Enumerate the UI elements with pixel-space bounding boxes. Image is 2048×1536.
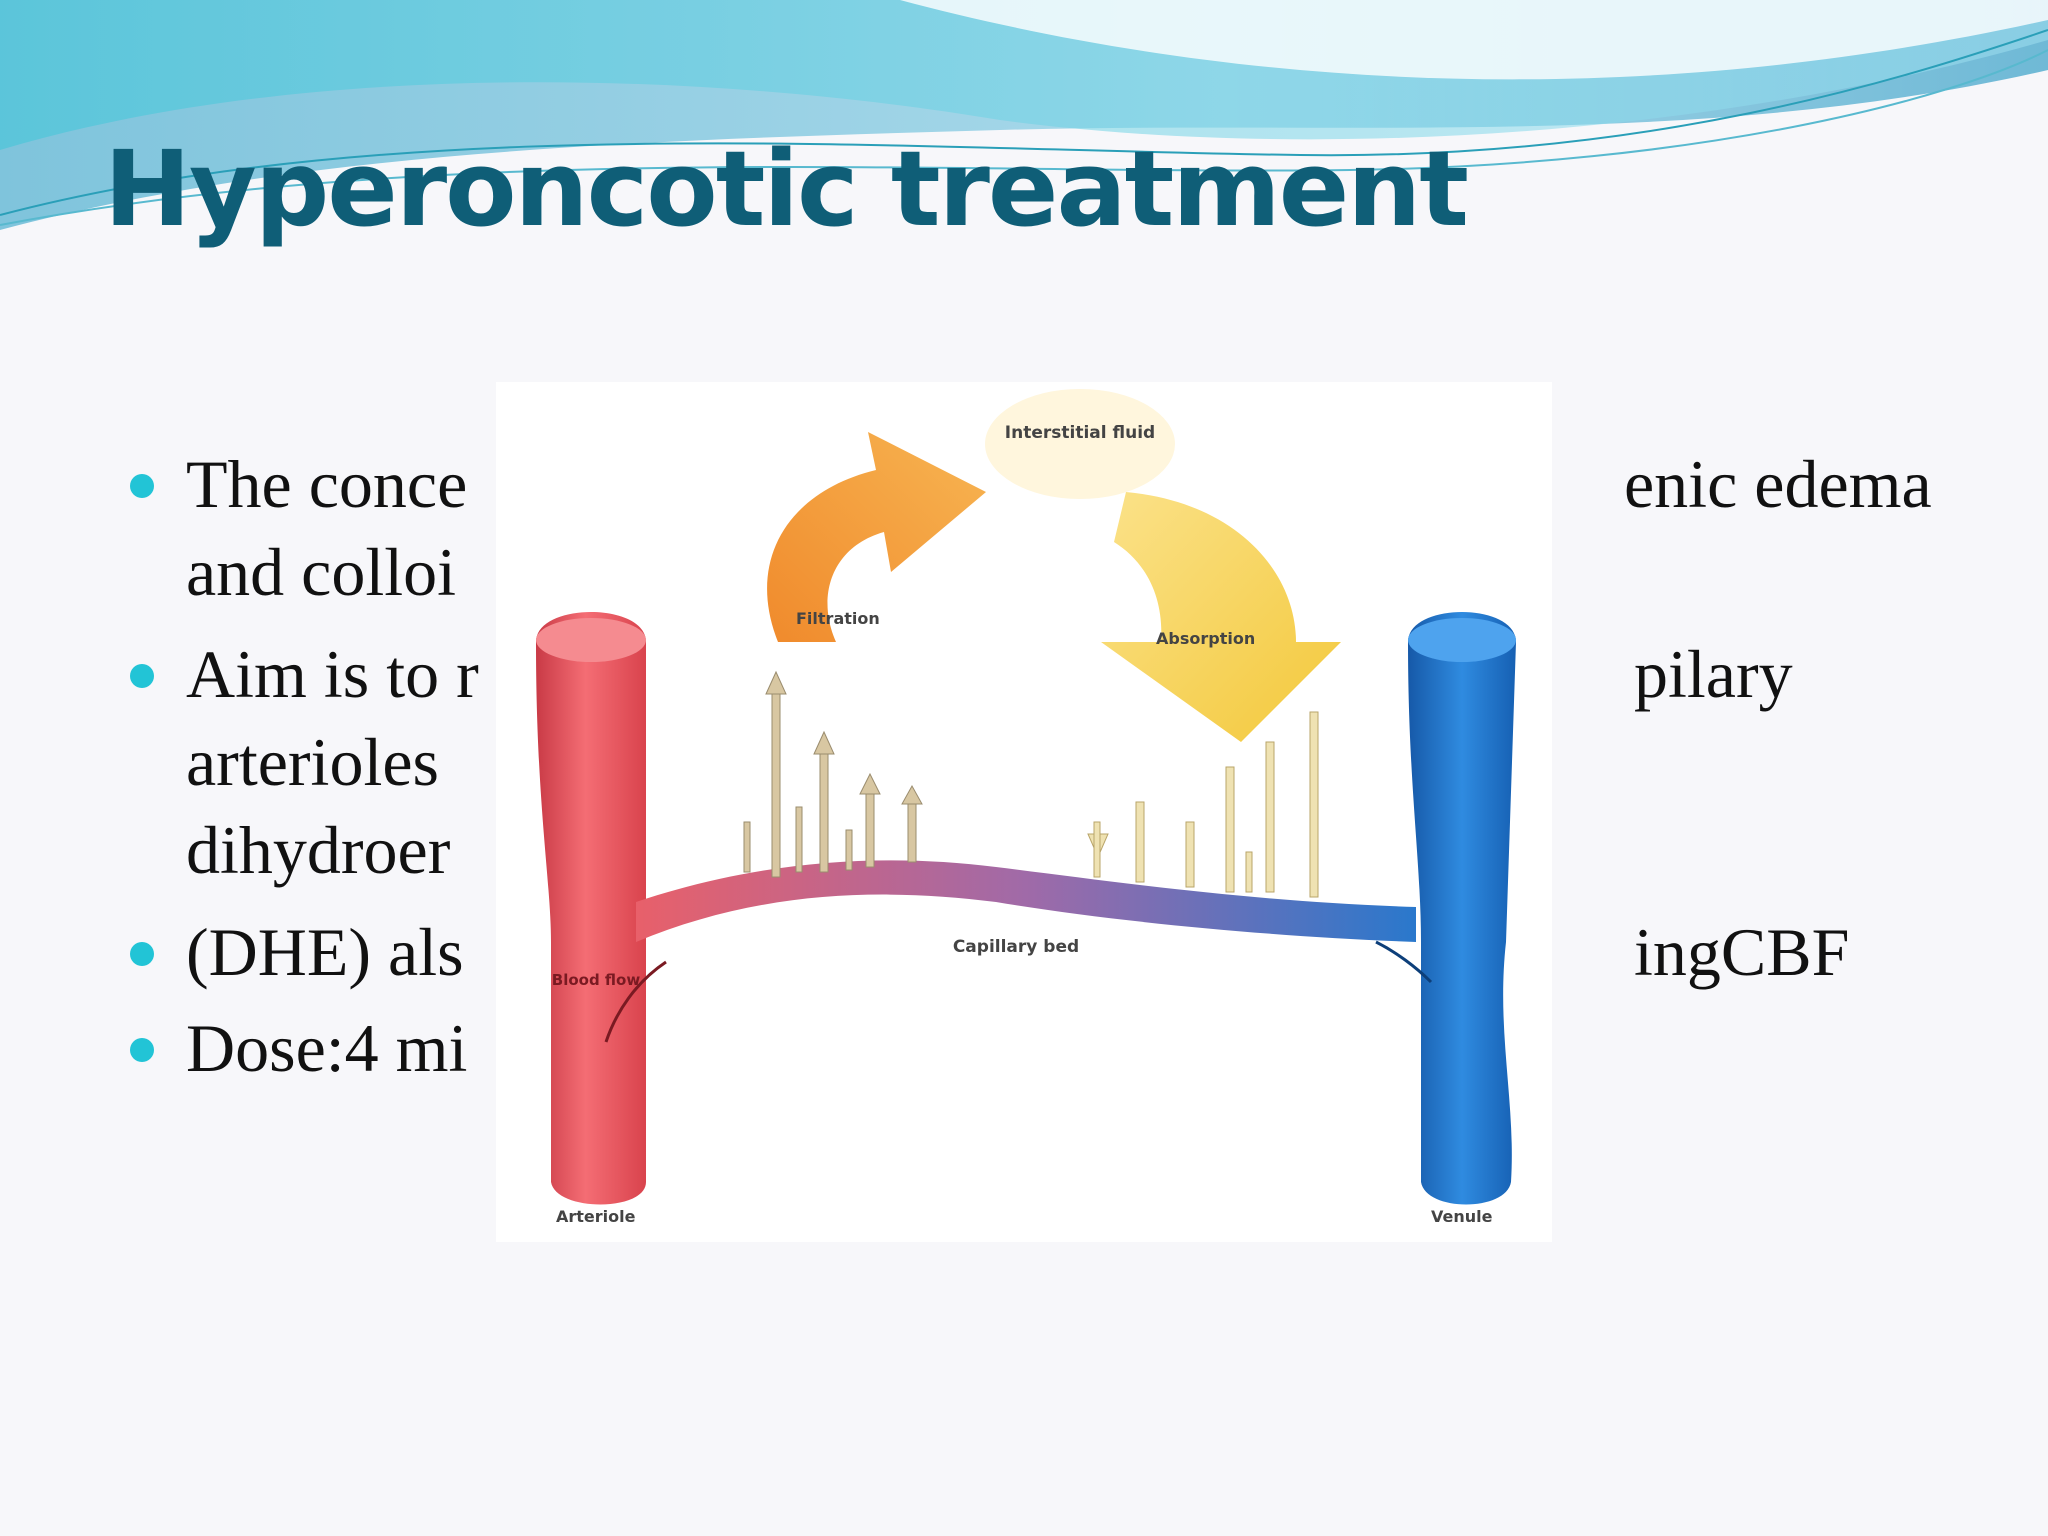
blood-flow-label: Blood flow bbox=[552, 971, 641, 989]
capillary-bed bbox=[636, 860, 1416, 942]
bullet-text-left: The conce bbox=[186, 446, 468, 522]
venule-label: Venule bbox=[1431, 1207, 1493, 1226]
bullet-text-right: enic edema bbox=[1624, 446, 1932, 522]
bullet-text-left: and colloi bbox=[186, 534, 457, 610]
arteriole-vessel bbox=[536, 612, 646, 1205]
bullet-continuation: arterioles bbox=[130, 718, 1910, 806]
bullet-text-right: pilary bbox=[1634, 636, 1793, 712]
bullet-icon bbox=[130, 474, 154, 498]
blood-flow-arrow-icon bbox=[604, 960, 667, 1043]
bullet-continuation: and colloi bbox=[130, 528, 1910, 616]
bullet-text-left: (DHE) als bbox=[186, 914, 464, 990]
capillary-bed-label: Capillary bed bbox=[953, 937, 1079, 957]
absorption-arrow-icon bbox=[1101, 492, 1341, 742]
venule-vessel bbox=[1408, 612, 1516, 1205]
bullet-icon bbox=[130, 1038, 154, 1062]
filtration-pressure-arrows bbox=[743, 670, 923, 878]
interstitial-fluid-label: Interstitial fluid bbox=[1005, 423, 1155, 443]
filtration-arrow-icon bbox=[767, 432, 986, 642]
bullet-text-left: Aim is to r bbox=[186, 636, 479, 712]
bullet-text-left: arterioles bbox=[186, 724, 439, 800]
slide-title: Hyperoncotic treatment bbox=[104, 128, 1469, 250]
bullet-item: Dose:4 mi bbox=[130, 1004, 1910, 1092]
bullet-text-right: ingCBF bbox=[1634, 914, 1850, 990]
blood-flow-arrow-icon bbox=[1375, 940, 1433, 984]
header-wave-decoration bbox=[0, 0, 2048, 230]
bullet-continuation: dihydroer bbox=[130, 806, 1910, 894]
bullet-list: The conce enic edema and colloi Aim is t… bbox=[130, 440, 1932, 1106]
bullet-item: Aim is to r pilary bbox=[130, 630, 1910, 718]
filtration-label: Filtration bbox=[796, 609, 880, 628]
interstitial-fluid-bubble bbox=[985, 389, 1175, 499]
bullet-item: (DHE) als ingCBF bbox=[130, 908, 1910, 996]
bullet-item: The conce enic edema bbox=[130, 440, 1932, 528]
arteriole-label: Arteriole bbox=[556, 1207, 636, 1226]
capillary-exchange-diagram: Interstitial fluid Filtration Absorption… bbox=[496, 382, 1552, 1242]
absorption-label: Absorption bbox=[1156, 629, 1255, 648]
bullet-text-left: Dose:4 mi bbox=[186, 1010, 468, 1086]
bullet-text-left: dihydroer bbox=[186, 812, 451, 888]
absorption-pressure-arrows bbox=[1087, 711, 1319, 898]
diagram-canvas: Interstitial fluid Filtration Absorption… bbox=[536, 389, 1516, 1226]
bullet-icon bbox=[130, 942, 154, 966]
bullet-icon bbox=[130, 664, 154, 688]
